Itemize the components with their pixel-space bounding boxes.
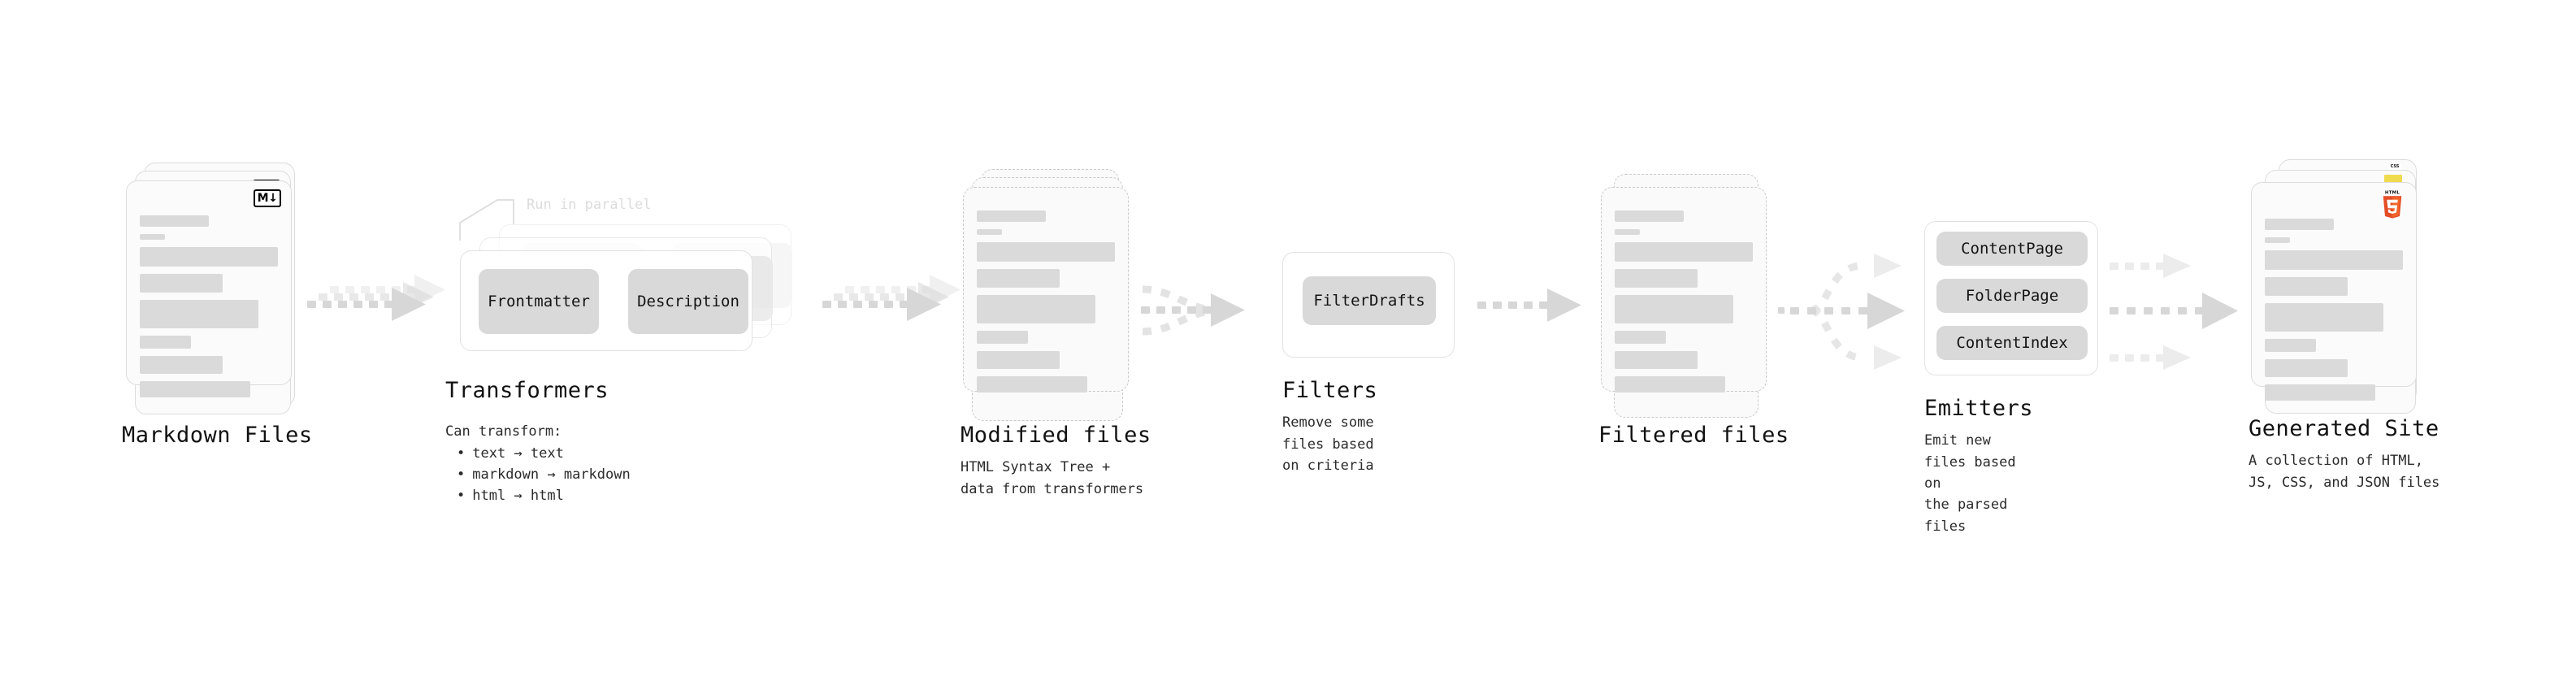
content-bar — [1615, 331, 1666, 344]
stage-title: Filtered files — [1598, 423, 1789, 448]
list-item: text → text — [457, 443, 631, 464]
transformer-layer-front[interactable]: Frontmatter Description — [460, 250, 752, 351]
emitter-chip-folderpage[interactable]: FolderPage — [1936, 279, 2088, 313]
stage-title: Modified files — [961, 423, 1151, 448]
markdown-files-caption: Markdown Files — [122, 423, 313, 449]
content-bar — [2265, 303, 2384, 332]
emitter-chip-contentindex[interactable]: ContentIndex — [1936, 326, 2088, 360]
site-card-html[interactable]: HTML — [2251, 182, 2417, 401]
content-bar — [140, 215, 209, 227]
content-bar — [140, 247, 278, 267]
list-item: markdown → markdown — [457, 464, 630, 485]
run-in-parallel-label: Run in parallel — [527, 197, 652, 213]
arrow-filters-to-filtered — [1477, 288, 1599, 337]
stage-filtered-files: Filtered files — [1598, 169, 1789, 448]
filtered-file-stack — [1601, 169, 1788, 429]
content-bar — [977, 295, 1096, 323]
stage-markdown-files: M↓ M↓ M↓ Markdown Files — [122, 163, 313, 448]
content-bar — [2265, 250, 2403, 270]
content-bar — [140, 274, 223, 293]
content-bar — [1615, 295, 1734, 323]
filter-chip-filterdrafts[interactable]: FilterDrafts — [1303, 276, 1436, 325]
content-bar — [2265, 237, 2290, 243]
stage-title: Transformers — [445, 378, 609, 403]
transformers-caption: Transformers Can transform: text → text … — [445, 378, 631, 507]
emitters-caption: Emitters Emit new files based on the par… — [1924, 396, 2033, 537]
filtered-card-content — [1615, 210, 1753, 400]
content-bar — [2265, 339, 2316, 352]
stage-subtitle: A collection of HTML, JS, CSS, and JSON … — [2249, 453, 2440, 491]
modified-file-stack — [963, 169, 1150, 429]
arrow-markdown-to-transformers — [307, 275, 453, 349]
generated-site-stack: CSS HTML — [2251, 159, 2446, 427]
markdown-badge-icon: M↓ — [254, 189, 281, 207]
content-bar — [1615, 269, 1698, 288]
stage-title: Generated Site — [2249, 416, 2439, 441]
markdown-card-front[interactable]: M↓ — [126, 180, 292, 397]
content-bar — [140, 356, 223, 374]
transformer-chip-frontmatter[interactable]: Frontmatter — [479, 269, 599, 334]
stage-title: Filters — [1282, 378, 1378, 403]
content-bar — [140, 234, 165, 240]
content-bar — [1615, 229, 1640, 235]
content-bar — [977, 210, 1046, 222]
filtered-card-front[interactable] — [1601, 187, 1767, 393]
stage-subtitle: Emit new files based on the parsed files — [1924, 432, 2016, 535]
arrow-filtered-to-emitters — [1778, 229, 1941, 392]
content-bar — [977, 331, 1028, 344]
content-bar — [977, 269, 1060, 288]
content-bar — [977, 376, 1087, 393]
list-item: html → html — [457, 485, 631, 506]
content-bar — [1615, 351, 1698, 369]
filters-container[interactable]: FilterDrafts — [1282, 252, 1455, 358]
content-bar — [140, 300, 259, 328]
arrow-transformers-to-modified — [822, 275, 969, 349]
site-card-content — [2265, 219, 2403, 408]
transformers-capability-list: text → text markdown → markdown html → h… — [445, 443, 631, 507]
markdown-card-content — [140, 215, 278, 405]
stage-title: Emitters — [1924, 396, 2034, 421]
content-bar — [2265, 384, 2375, 401]
arrow-emitters-to-site — [2110, 229, 2272, 392]
modified-card-content — [977, 210, 1115, 400]
content-bar — [140, 381, 250, 397]
html5-badge-icon: HTML — [2383, 191, 2402, 219]
generated-site-caption: Generated Site A collection of HTML, JS,… — [2249, 416, 2439, 493]
stage-modified-files: Modified files HTML Syntax Tree + data f… — [961, 169, 1151, 497]
stage-subtitle: Remove some files based on criteria — [1282, 414, 1374, 475]
modified-card-front[interactable] — [963, 187, 1129, 393]
content-bar — [977, 242, 1115, 262]
modified-files-caption: Modified files HTML Syntax Tree + data f… — [961, 423, 1151, 500]
transformer-chip-description[interactable]: Description — [628, 269, 748, 334]
stage-subtitle: HTML Syntax Tree + data from transformer… — [961, 459, 1144, 497]
content-bar — [1615, 210, 1684, 222]
filters-caption: Filters Remove some files based on crite… — [1282, 378, 1377, 476]
markdown-file-stack: M↓ M↓ M↓ — [126, 163, 313, 423]
run-in-parallel-bracket — [459, 199, 514, 241]
emitter-chip-contentpage[interactable]: ContentPage — [1936, 232, 2088, 266]
content-bar — [2265, 277, 2348, 296]
content-bar — [977, 351, 1060, 369]
content-bar — [2265, 359, 2348, 377]
content-bar — [2265, 219, 2334, 230]
content-bar — [1615, 376, 1725, 393]
content-bar — [140, 336, 191, 349]
filtered-files-caption: Filtered files — [1598, 423, 1789, 449]
svg-text:HTML: HTML — [2385, 191, 2400, 196]
emitters-container[interactable]: ContentPage FolderPage ContentIndex — [1924, 221, 2098, 375]
stage-generated-site: CSS HTML — [2249, 159, 2446, 491]
content-bar — [977, 229, 1002, 235]
stage-title: Markdown Files — [122, 423, 313, 448]
arrow-modified-to-filters — [1141, 268, 1287, 358]
transformers-lead: Can transform: — [445, 423, 562, 440]
content-bar — [1615, 242, 1753, 262]
